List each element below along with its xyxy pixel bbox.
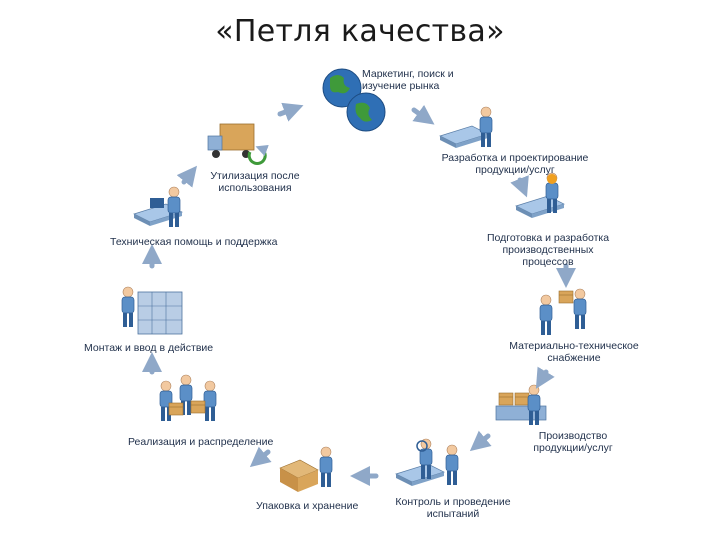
supplier-icon <box>539 288 587 336</box>
cycle-arrows <box>142 102 576 486</box>
installer-icon <box>121 286 183 335</box>
arrow-11 <box>277 102 304 122</box>
recycling-truck-icon <box>207 123 269 165</box>
arrow-1 <box>411 104 435 125</box>
designer-icon <box>439 106 493 149</box>
stage-label-process-preparation: Подготовка и разработка производственных… <box>486 232 610 268</box>
arrow-7 <box>249 446 272 468</box>
stage-label-disposal: Утилизация после использования <box>210 170 300 194</box>
page-title: «Петля качества» <box>215 14 505 49</box>
factory-worker-icon <box>495 384 547 426</box>
stage-label-packaging: Упаковка и хранение <box>256 500 359 512</box>
stage-label-design: Разработка и проектирование продукции/ус… <box>441 152 589 176</box>
engineer-icon <box>515 172 565 219</box>
stage-label-marketing: Маркетинг, поиск и изучение рынка <box>362 68 454 92</box>
stage-label-inspection: Контроль и проведение испытаний <box>395 496 511 520</box>
stage-label-production: Производство продукции/услуг <box>533 430 613 454</box>
packer-icon <box>279 446 333 492</box>
inspector-icon <box>395 438 459 487</box>
stage-label-installation: Монтаж и ввод в действие <box>84 342 214 354</box>
arrow-4 <box>535 366 555 389</box>
stage-label-support: Техническая помощь и поддержка <box>110 236 278 248</box>
stage-label-sales: Реализация и распределение <box>128 436 274 448</box>
globe-icon <box>322 68 386 132</box>
arrow-5 <box>469 430 492 452</box>
support-desk-icon <box>133 186 183 228</box>
arrow-10 <box>176 165 197 188</box>
sales-team-icon <box>159 374 217 422</box>
arrow-2 <box>510 175 529 198</box>
stage-label-procurement: Материально-техническое снабжение <box>509 340 639 364</box>
